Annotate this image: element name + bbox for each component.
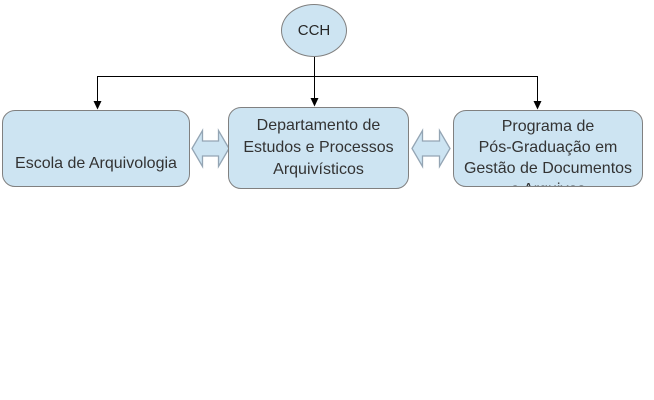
arrowhead-center-icon	[310, 98, 319, 107]
node-programa-label: Programa de Pós-Graduação em Gestão de D…	[463, 118, 633, 186]
node-escola-label: Escola de Arquivologia	[15, 154, 177, 172]
node-programa-pos-graduacao: Programa de Pós-Graduação em Gestão de D…	[453, 110, 643, 187]
node-departamento-estudos: Departamento de Estudos e Processos Arqu…	[228, 107, 409, 189]
double-arrow-left-icon	[191, 128, 230, 169]
node-cch-label: CCH	[297, 22, 331, 39]
arrowhead-right-icon	[533, 101, 542, 110]
double-arrow-right-icon	[411, 128, 451, 169]
node-cch: CCH	[281, 4, 347, 57]
node-escola-de-arquivologia: Escola de Arquivologia	[2, 110, 190, 187]
arrowhead-left-icon	[93, 101, 102, 110]
node-departamento-label: Departamento de Estudos e Processos Arqu…	[243, 117, 394, 178]
